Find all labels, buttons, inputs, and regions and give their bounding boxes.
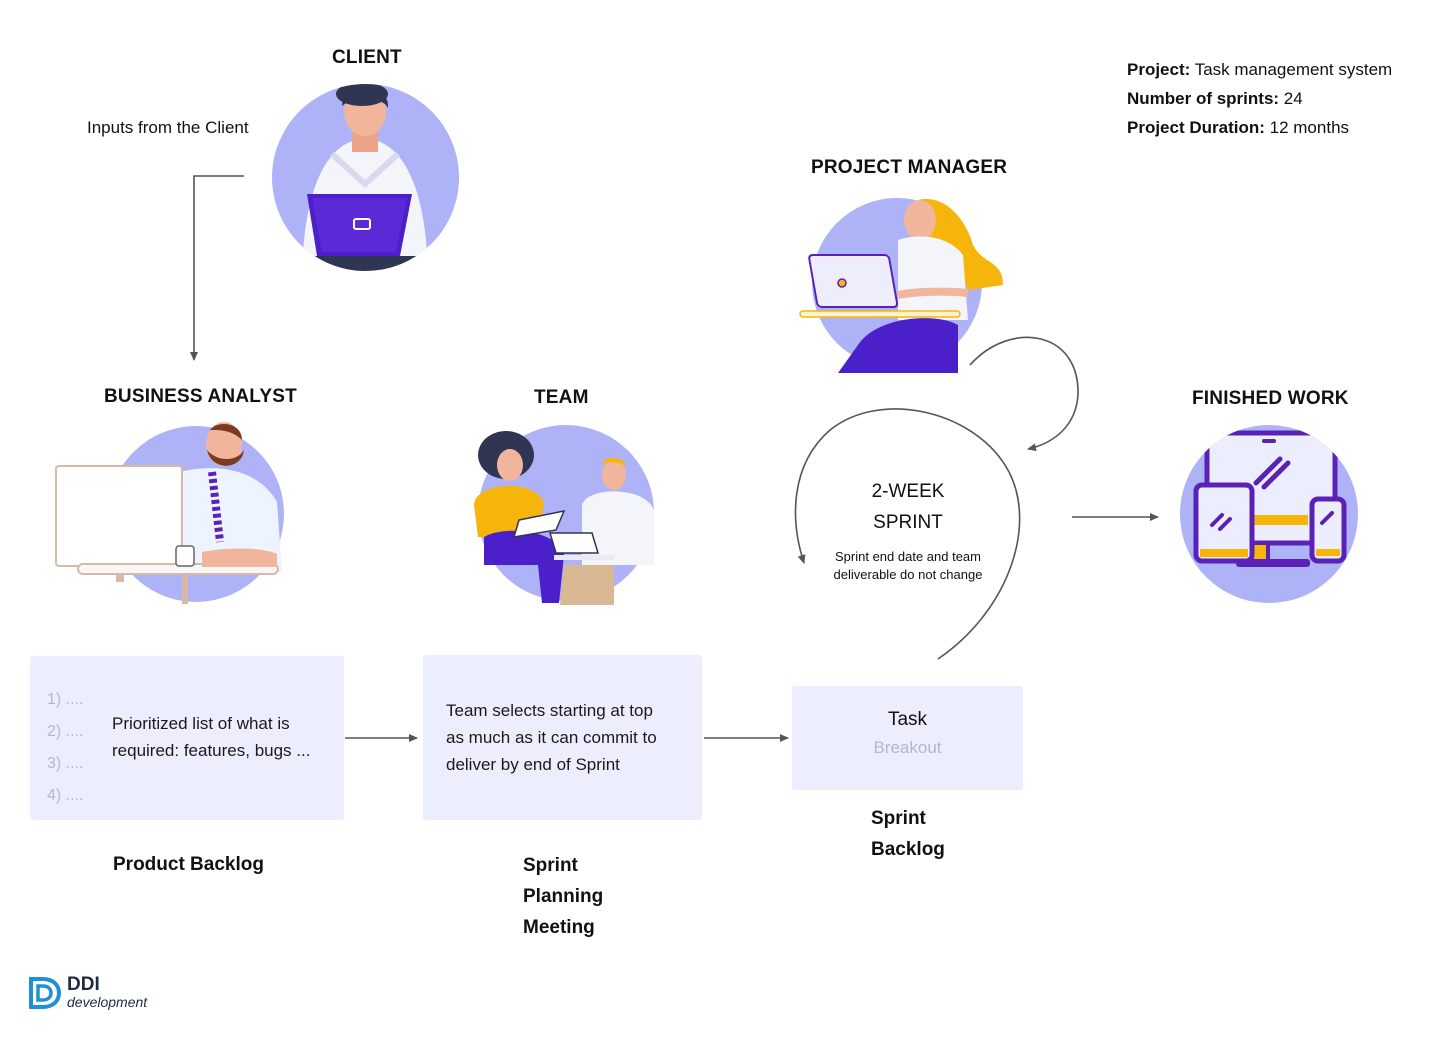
ddi-logo: DDI development	[28, 974, 188, 1014]
backlog-text-line2: required: features, bugs ...	[112, 741, 311, 760]
planning-caption-line3: Meeting	[523, 917, 595, 938]
sprint-backlog-caption-line1: Sprint	[871, 808, 926, 829]
sprint-cycle: 2-WEEK SPRINT Sprint end date and team d…	[808, 476, 1008, 584]
duration-label: Project Duration:	[1127, 118, 1265, 137]
devices-icon	[1193, 430, 1347, 567]
logo-name: DDI	[67, 974, 100, 995]
project-info: Project: Task management system Number o…	[1127, 55, 1392, 142]
planning-description: Team selects starting at top as much as …	[446, 697, 657, 778]
sprints-value: 24	[1283, 89, 1303, 108]
client-illustration	[272, 84, 459, 271]
backlog-numbers: 1) .... 2) .... 3) .... 4) ....	[47, 684, 83, 812]
product-backlog-caption: Product Backlog	[113, 854, 264, 875]
backlog-number-3: 3) ....	[47, 755, 84, 772]
team-title: TEAM	[534, 387, 589, 408]
team-people-icon	[474, 431, 654, 605]
planning-text-line2: as much as it can commit to	[446, 728, 657, 747]
backlog-number-2: 2) ....	[47, 723, 84, 740]
business-analyst-title: BUSINESS ANALYST	[104, 386, 297, 407]
sprint-cycle-arrow	[794, 408, 1021, 660]
sprint-backlog-caption-line2: Backlog	[871, 839, 945, 860]
sprint-title-line2: SPRINT	[873, 512, 943, 533]
client-to-analyst-arrow	[190, 175, 244, 361]
analyst-person-icon	[55, 422, 282, 604]
sprint-planning-box: Team selects starting at top as much as …	[423, 655, 702, 820]
sprint-note-line1: Sprint end date and team	[835, 549, 981, 564]
sprints-line: Number of sprints: 24	[1127, 84, 1392, 113]
project-value: Task management system	[1194, 60, 1393, 79]
planning-caption-line2: Planning	[523, 886, 604, 907]
project-manager-title: PROJECT MANAGER	[811, 157, 1008, 178]
business-analyst-illustration	[52, 422, 292, 604]
sprint-planning-caption: Sprint Planning Meeting	[523, 850, 603, 943]
finished-work-title: FINISHED WORK	[1192, 388, 1349, 409]
team-illustration	[464, 425, 664, 605]
backlog-text-line1: Prioritized list of what is	[112, 714, 290, 733]
planning-text-line1: Team selects starting at top	[446, 701, 653, 720]
backlog-number-1: 1) ....	[47, 691, 84, 708]
planning-text-line3: deliver by end of Sprint	[446, 755, 620, 774]
client-title: CLIENT	[332, 47, 402, 68]
product-backlog-box: 1) .... 2) .... 3) .... 4) .... Prioriti…	[30, 656, 344, 820]
project-label: Project:	[1127, 60, 1191, 79]
planning-caption-line1: Sprint	[523, 855, 578, 876]
backlog-number-4: 4) ....	[47, 787, 84, 804]
duration-value: 12 months	[1269, 118, 1350, 137]
logo-subtext: development	[67, 994, 148, 1010]
sprint-backlog-caption: Sprint Backlog	[871, 803, 945, 865]
finished-work-illustration	[1180, 425, 1358, 603]
sprint-backlog-box: Task Breakout	[792, 686, 1023, 790]
sprints-label: Number of sprints:	[1127, 89, 1280, 108]
client-person-icon	[302, 84, 428, 271]
project-line: Project: Task management system	[1127, 55, 1392, 84]
ddi-logo-icon	[29, 977, 62, 1009]
duration-line: Project Duration: 12 months	[1127, 113, 1392, 142]
task-title: Task	[887, 709, 928, 730]
sprint-note-line2: deliverable do not change	[833, 567, 983, 582]
task-subtitle: Breakout	[873, 738, 942, 757]
pm-loop-arrow	[969, 336, 1079, 452]
backlog-description: Prioritized list of what is required: fe…	[112, 710, 310, 764]
sprint-title-line1: 2-WEEK	[871, 481, 945, 502]
project-manager-person-icon	[799, 199, 1003, 373]
project-manager-illustration	[798, 195, 1013, 373]
client-inputs-label: Inputs from the Client	[87, 118, 249, 137]
